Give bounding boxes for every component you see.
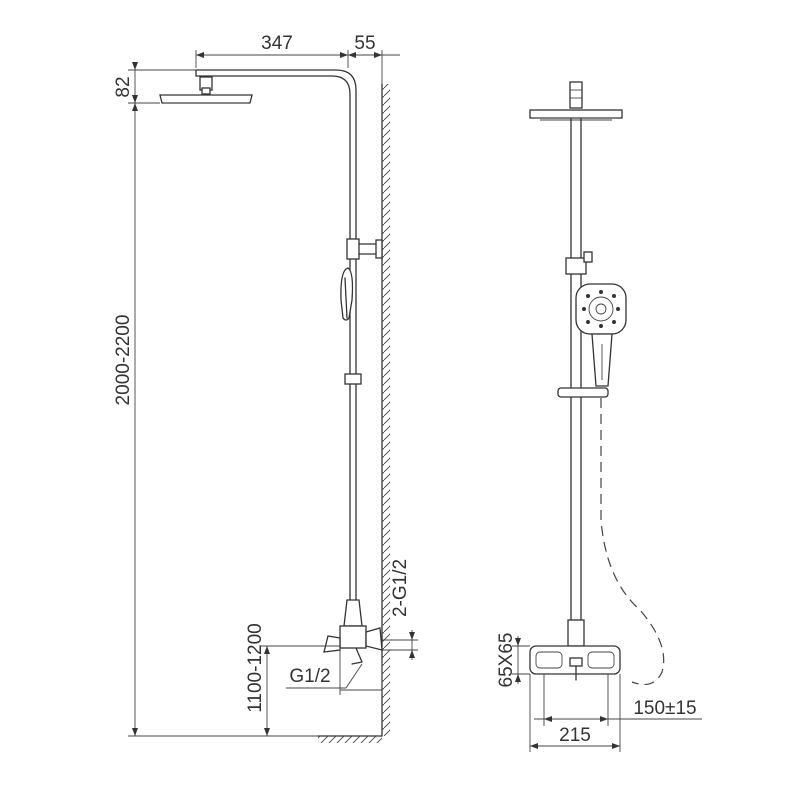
dimension-arm <box>195 50 400 84</box>
dimension-total-height: 2000-2200 <box>113 315 134 406</box>
dimension-wall-offset: 55 <box>354 33 375 54</box>
dimension-height <box>128 62 318 737</box>
dimension-center-distance-label: 215 <box>559 725 591 746</box>
dimension-center-distance <box>529 674 621 752</box>
thermostatic-mixer-side <box>323 599 383 665</box>
dimension-inlet-thread <box>286 648 383 695</box>
shower-hose <box>600 398 665 685</box>
side-view: 347 55 82 2000-2200 1100-1200 <box>113 33 418 743</box>
dimension-mixer-section-label: 65X65 <box>496 633 517 688</box>
dimension-mixer-height-label: 1100-1200 <box>245 623 266 712</box>
dimension-mixer-height <box>260 645 340 736</box>
hand-shower-front <box>557 283 627 398</box>
riser-pipe-front <box>565 118 593 621</box>
dimension-inlet-thread-label: G1/2 <box>289 666 330 687</box>
wall <box>317 83 390 743</box>
dimension-inlet-pair <box>382 630 418 660</box>
dimension-eccentric-label: 150±15 <box>633 698 696 719</box>
dimension-eccentric <box>534 674 702 726</box>
rain-shower-head <box>159 76 253 104</box>
dimension-mixer-section <box>512 636 530 684</box>
thermostatic-mixer-front <box>529 619 621 681</box>
dimension-arm-length: 347 <box>261 33 293 54</box>
hand-shower-side <box>340 267 362 385</box>
dimension-head-height: 82 <box>113 76 134 97</box>
riser-pipe <box>195 69 357 601</box>
front-view: 65X65 150±15 215 <box>496 81 702 752</box>
rain-shower-head-front <box>529 81 623 121</box>
dimension-inlet-pair-label: 2-G1/2 <box>390 559 411 617</box>
wall-bracket <box>346 238 383 260</box>
